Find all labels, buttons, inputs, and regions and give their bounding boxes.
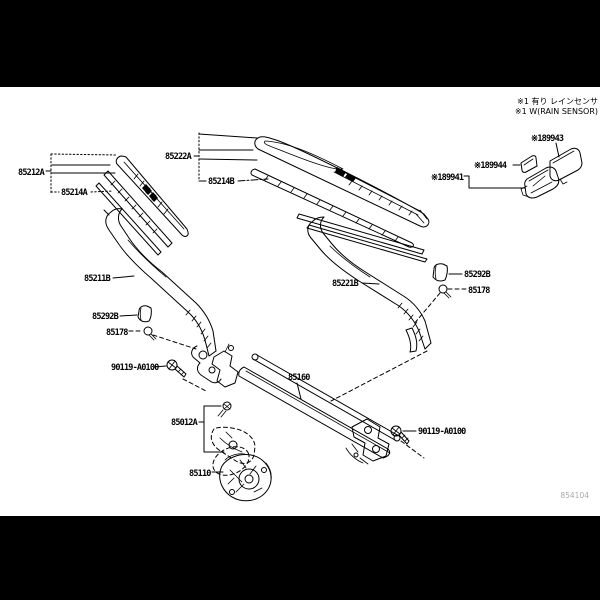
pivot-grommet-left-drawing <box>144 327 156 340</box>
part-label-refill-lh: 85214A <box>61 188 88 198</box>
sensor-cover-leader <box>556 143 559 157</box>
part-label-grommet-rh: 85178 <box>468 286 490 296</box>
wiper-strip-right-drawing <box>297 214 427 262</box>
wiper-motor-drawing <box>208 441 271 501</box>
wiper-strip-left-drawing <box>96 183 161 255</box>
wiper-blade-right-drawing <box>255 137 429 227</box>
link-leader <box>297 383 301 399</box>
part-label-link: 85160 <box>288 373 310 383</box>
grommet-right-dash <box>413 293 440 325</box>
bolt-right-drawing <box>391 426 409 444</box>
wiper-arm-left-drawing <box>104 209 216 356</box>
pivot-grommet-right-drawing <box>439 285 451 298</box>
figure-code: 854104 <box>560 491 589 500</box>
bolt-left-dash <box>183 379 206 391</box>
part-label-blade-rh: 85222A <box>165 152 192 162</box>
diagram-canvas: ※1 有り レインセンサ ※1 W(RAIN SENSOR) 85212A 85… <box>0 87 600 516</box>
wiper-link-drawing <box>239 354 400 464</box>
part-label-bolt-rh: 90119-A0100 <box>418 427 466 437</box>
pivot-cap-right-drawing <box>433 264 447 281</box>
part-label-cap-lh: 85292B <box>92 312 119 322</box>
part-label-bolt-lh: 90119-A0100 <box>111 363 159 373</box>
part-label-sensor: ※189941 <box>431 173 464 183</box>
arm-left-leader <box>113 276 134 278</box>
bolt-left-drawing <box>167 360 186 377</box>
sensor-seal-drawing <box>521 156 537 173</box>
bolt-right-dash <box>401 441 424 458</box>
part-label-grommet-lh: 85178 <box>106 328 128 338</box>
arm-to-link-dash <box>331 351 427 401</box>
cap-left-leader <box>120 315 137 316</box>
part-label-blade-lh: 85212A <box>18 168 45 178</box>
wiper-refill-right-drawing <box>251 169 413 247</box>
grommet-left-dash <box>153 335 196 349</box>
part-label-sensor-seal: ※189944 <box>474 161 507 171</box>
pivot-cluster-left-drawing <box>192 344 238 387</box>
sensor-cover-drawing <box>550 148 582 184</box>
part-label-arm-rh: 85221B <box>332 279 359 289</box>
pivot-cap-left-drawing <box>138 306 151 322</box>
bolt-left-leader <box>154 366 166 367</box>
rain-sensor-note-jp: ※1 有り レインセンサ <box>517 96 598 106</box>
blade-left-bracket-lines <box>46 154 117 193</box>
arm-right-leader <box>362 283 379 284</box>
part-label-arm-lh: 85211B <box>84 274 111 284</box>
rain-sensor-leader <box>464 176 525 188</box>
part-label-sensor-cover: ※189943 <box>531 134 564 144</box>
blade-right-bracket-lines <box>194 133 268 181</box>
part-label-refill-rh: 85214B <box>208 177 235 187</box>
part-label-bracket: 85012A <box>171 418 198 428</box>
wiper-arm-right-drawing <box>308 217 431 352</box>
motor-bracket-bracket-lines <box>199 406 224 452</box>
rain-sensor-note-en: ※1 W(RAIN SENSOR) <box>515 107 598 116</box>
wiper-blade-left-drawing <box>116 156 188 236</box>
motor-bracket-drawing <box>211 402 255 463</box>
diagram-line-art: ※1 有り レインセンサ ※1 W(RAIN SENSOR) 85212A 85… <box>18 96 598 516</box>
part-label-cap-rh: 85292B <box>464 270 491 280</box>
wiper-refill-left-drawing <box>104 171 172 247</box>
part-label-motor: 85110 <box>189 469 211 479</box>
